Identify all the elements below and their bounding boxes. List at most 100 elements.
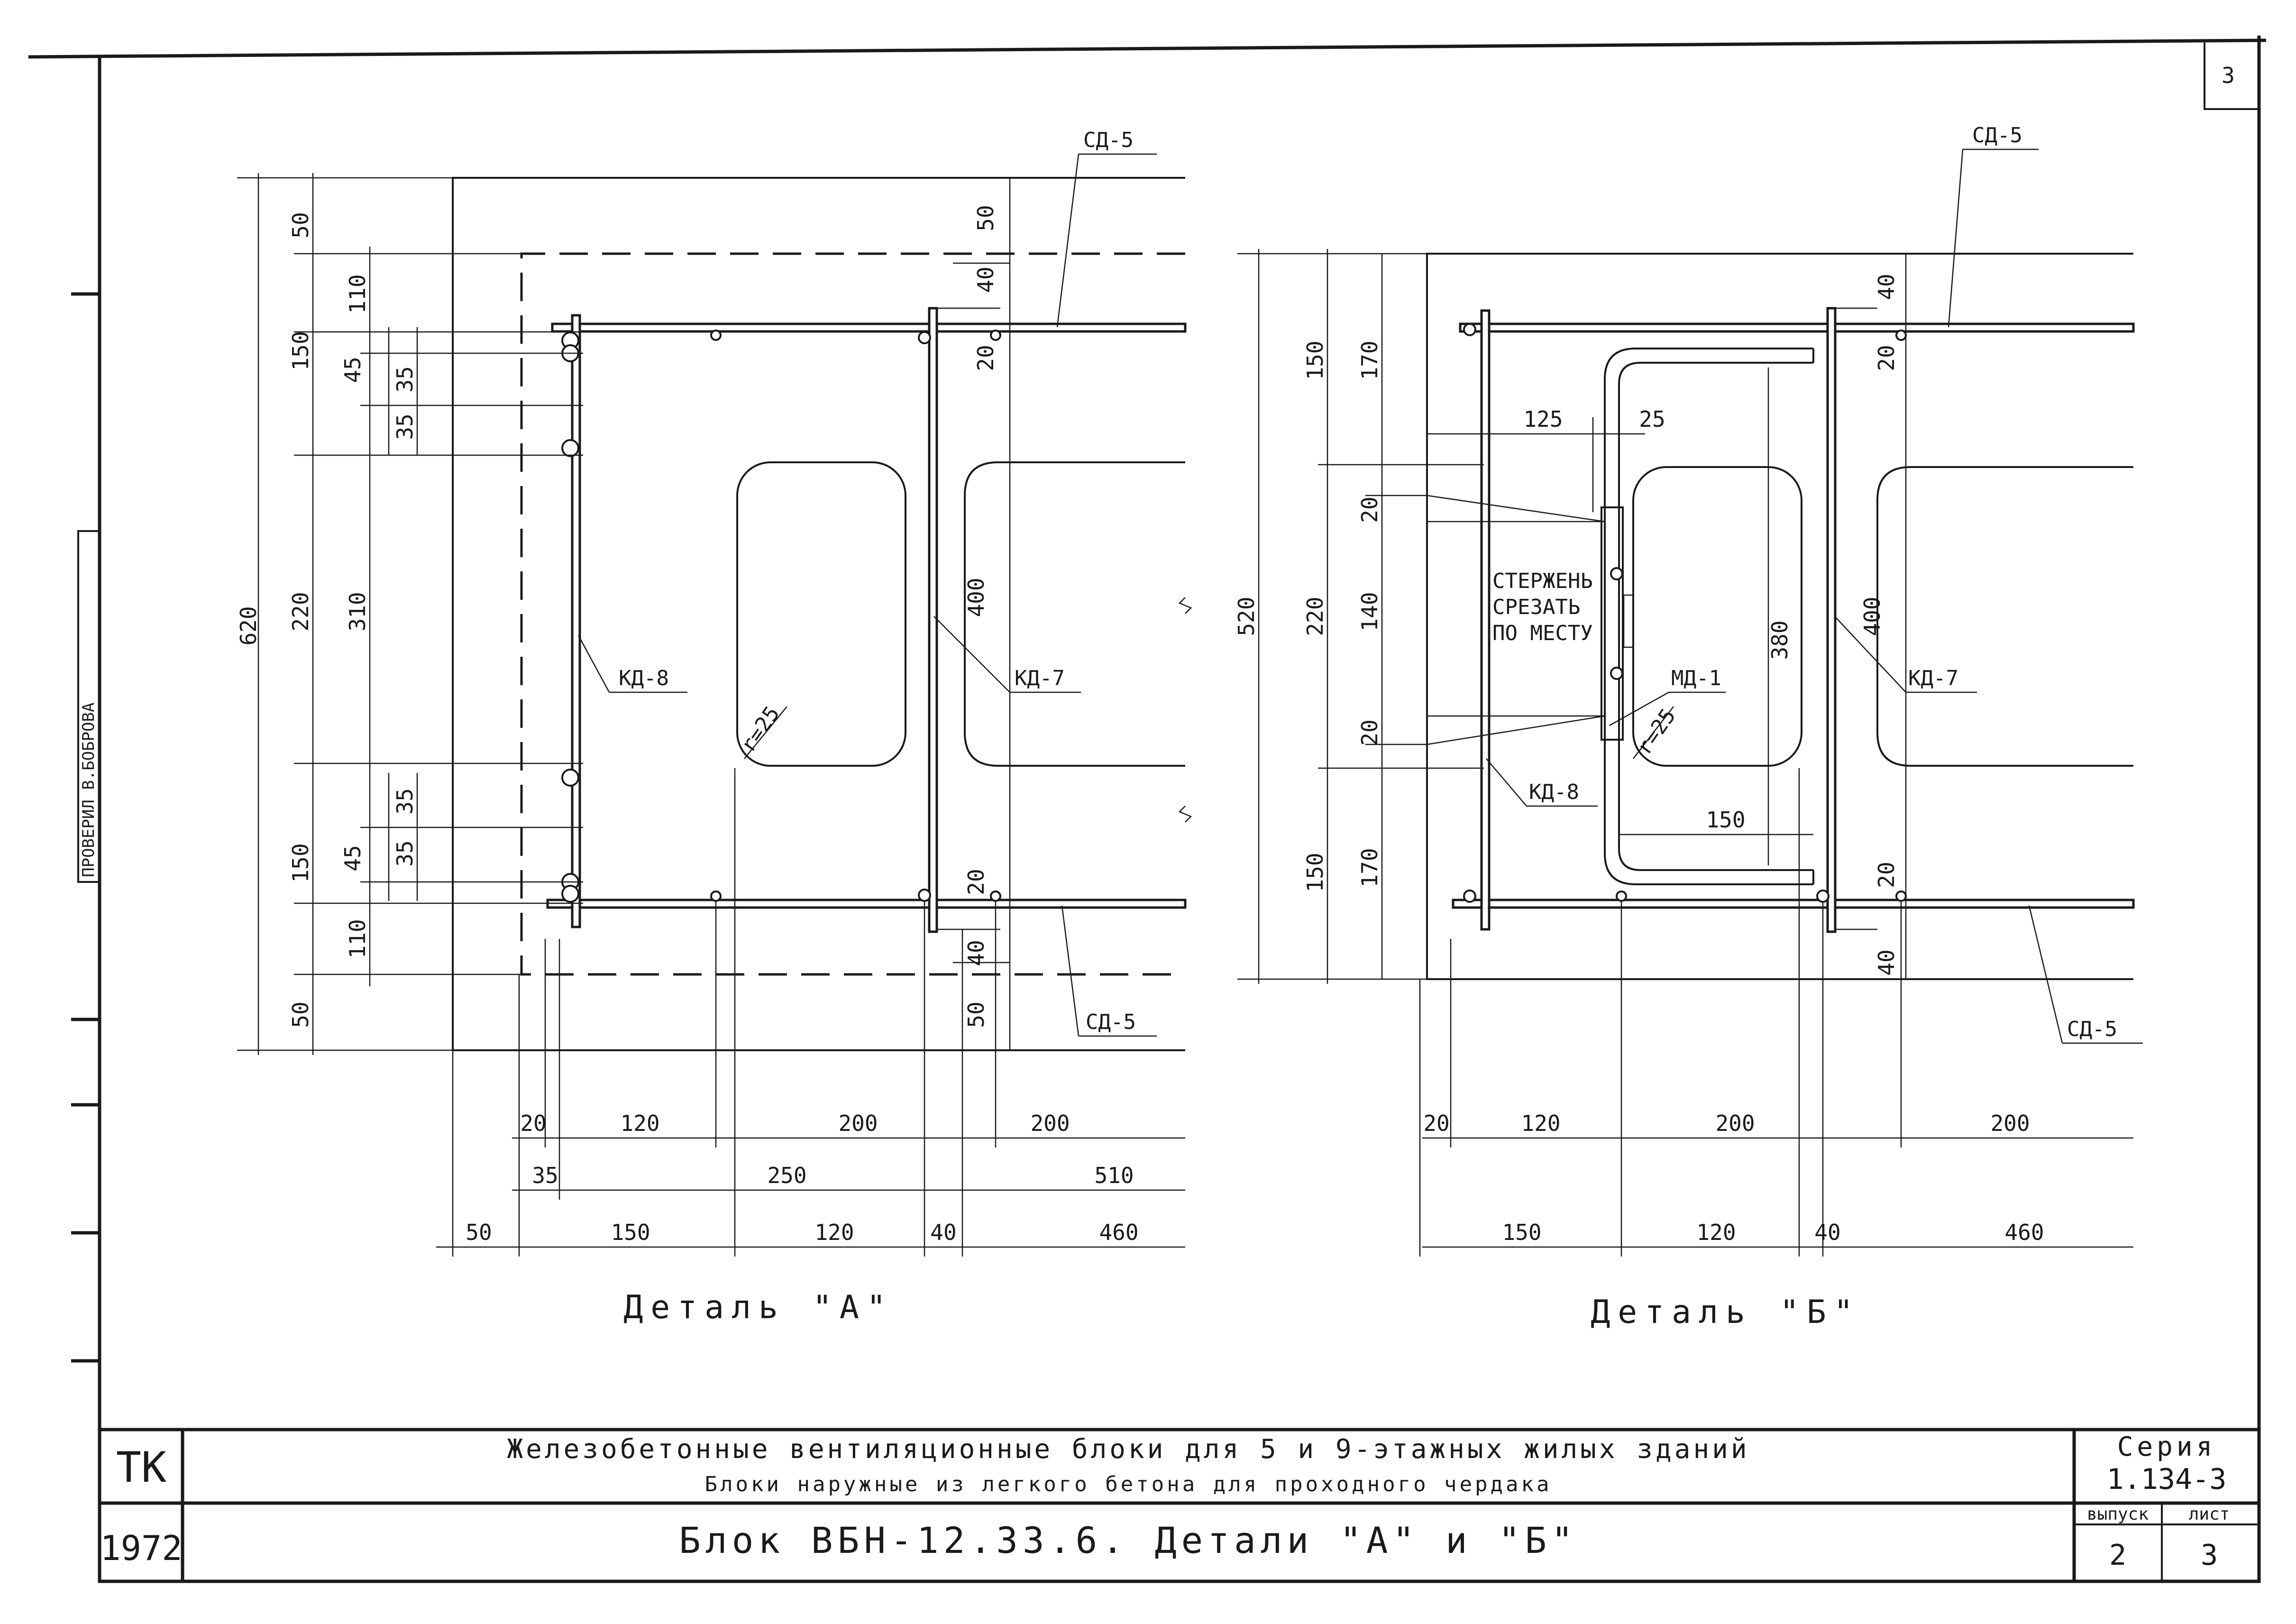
dimension-label: 150 — [1302, 853, 1328, 892]
dimension-label: 400 — [963, 578, 989, 617]
dimension-label: 40 — [1814, 1220, 1840, 1245]
title-block-org: ТК — [116, 1443, 166, 1492]
dimension-label: 400 — [1859, 596, 1885, 636]
dimension-label: 120 — [1521, 1110, 1560, 1136]
detail-b-md1-outer — [1604, 348, 1813, 885]
dimension-label: 120 — [620, 1110, 659, 1136]
detail-a-channel-right — [964, 461, 1185, 767]
dimension-label: 50 — [288, 212, 313, 238]
title-block — [98, 1428, 2261, 1583]
sheet-label: лист — [2189, 1505, 2230, 1524]
detail-a-dashed-contour — [520, 252, 1185, 976]
dimension-label: 20 — [1357, 719, 1382, 745]
detail-b-top-bar — [1459, 322, 2135, 333]
dimension-label: 150 — [611, 1220, 650, 1245]
detail-a-label-sd5-bottom: СД-5 — [1086, 1010, 1136, 1034]
dimension-label: 40 — [930, 1220, 956, 1245]
dimension-label: 40 — [1874, 949, 1899, 975]
series-value: 1.134-3 — [2107, 1463, 2227, 1496]
detail-a-channel-left — [736, 461, 906, 767]
dimension-label: 45 — [340, 845, 366, 871]
detail-b-label-sd5-bottom: СД-5 — [2067, 1017, 2117, 1041]
sheet-frame — [28, 36, 2267, 1583]
dimension-label: 460 — [1099, 1220, 1138, 1245]
left-stamp: ПРОВЕРИЛ В.БОБРОВА — [71, 292, 101, 1363]
detail-a-label-kd8: КД-8 — [619, 666, 669, 690]
dimension-label: 150 — [1502, 1220, 1541, 1245]
detail-a-label-radius: r=25 — [736, 702, 785, 757]
dimension-label: 20 — [1874, 862, 1899, 888]
dimension-label: 125 — [1523, 406, 1563, 432]
detail-b-note-line3: ПО МЕСТУ — [1492, 621, 1593, 645]
dimension-label: 35 — [532, 1163, 558, 1188]
detail-b-label-md1: МД-1 — [1671, 666, 1721, 690]
dimension-label: 35 — [392, 366, 418, 392]
dimension-label: 50 — [288, 1001, 313, 1028]
dimension-label: 140 — [1357, 592, 1382, 631]
dimension-label: 45 — [340, 357, 366, 383]
detail-b-outline — [1426, 253, 2133, 980]
detail-b-caption: Деталь "Б" — [1591, 1294, 1860, 1331]
dimension-label: 35 — [392, 840, 418, 866]
detail-b — [1237, 148, 2143, 1257]
detail-a-right-bar — [928, 307, 938, 933]
issue-label: выпуск — [2087, 1505, 2149, 1524]
dimension-label: 40 — [973, 266, 998, 293]
detail-b-label-kd8: КД-8 — [1529, 780, 1579, 804]
dimension-label: 460 — [2004, 1220, 2044, 1245]
title-block-year: 1972 — [100, 1528, 182, 1568]
dimension-label: 220 — [288, 592, 313, 631]
dimension-label: 110 — [345, 919, 370, 958]
detail-b-bottom-bar — [1452, 899, 2135, 909]
detail-a-outline — [452, 177, 1185, 1051]
dimension-label: 200 — [1990, 1110, 2030, 1136]
detail-b-note-line1: СТЕРЖЕНЬ — [1492, 569, 1593, 593]
detail-b-channel-right — [1876, 466, 2133, 767]
dimension-label: 25 — [1639, 406, 1665, 432]
detail-b-right-bar — [1826, 307, 1837, 933]
dimension-label: 200 — [1715, 1110, 1755, 1136]
dimension-label: 170 — [1357, 848, 1382, 887]
dimension-label: 510 — [1094, 1163, 1134, 1188]
detail-b-label-sd5-top: СД-5 — [1972, 123, 2022, 147]
title-line3: Блок ВБН-12.33.6. Детали "А" и "Б" — [679, 1519, 1578, 1561]
dimension-label: 110 — [345, 274, 370, 313]
issue-value: 2 — [2109, 1539, 2126, 1572]
dimension-label: 120 — [1696, 1220, 1736, 1245]
detail-a-label-kd7: КД-7 — [1015, 666, 1065, 690]
dimension-label: 380 — [1767, 620, 1793, 660]
dimension-label: 40 — [963, 940, 989, 966]
detail-a — [237, 153, 1192, 1257]
series-label: Серия — [2117, 1431, 2216, 1462]
dimension-label: 20 — [1357, 496, 1382, 523]
dimension-label: 120 — [814, 1220, 854, 1245]
detail-a-vdim-overall: 620 — [236, 606, 261, 645]
dimension-label: 20 — [1874, 345, 1899, 371]
dimension-label: 310 — [345, 592, 370, 631]
dimension-label: 150 — [288, 843, 313, 882]
stamp-text: ПРОВЕРИЛ В.БОБРОВА — [79, 703, 98, 877]
dimension-label: 50 — [466, 1220, 492, 1245]
dimension-label: 150 — [1706, 807, 1745, 833]
dimension-label: 35 — [392, 413, 418, 440]
dimension-label: 150 — [1302, 340, 1328, 380]
detail-a-caption: Деталь "А" — [623, 1289, 893, 1326]
title-line2: Блоки наружные из легкого бетона для про… — [705, 1472, 1552, 1496]
detail-a-left-bar — [571, 314, 581, 928]
detail-a-labels: СД-5 КД-8 КД-7 СД-5 r=25 620 50 150 220 … — [236, 128, 1139, 1326]
detail-b-cut-rod — [1601, 506, 1624, 741]
dimension-label: 20 — [520, 1110, 546, 1136]
dimension-label: 200 — [1030, 1110, 1070, 1136]
detail-b-left-bar — [1480, 309, 1491, 931]
sheet-value: 3 — [2201, 1539, 2218, 1572]
dimension-label: 40 — [1874, 274, 1899, 300]
dimension-label: 20 — [1423, 1110, 1449, 1136]
detail-b-labels: СД-5 КД-8 КД-7 МД-1 СД-5 r=25 СТЕРЖЕНЬ С… — [1234, 123, 2117, 1331]
dimension-label: 170 — [1357, 340, 1382, 380]
detail-a-label-sd5-top: СД-5 — [1083, 128, 1134, 152]
detail-a-top-bar — [551, 322, 1187, 333]
dimension-label: 20 — [963, 869, 989, 895]
detail-b-label-radius: r=25 — [1632, 704, 1681, 759]
dimension-label: 20 — [973, 345, 998, 371]
title-line1: Железобетонные вентиляционные блоки для … — [507, 1434, 1749, 1465]
